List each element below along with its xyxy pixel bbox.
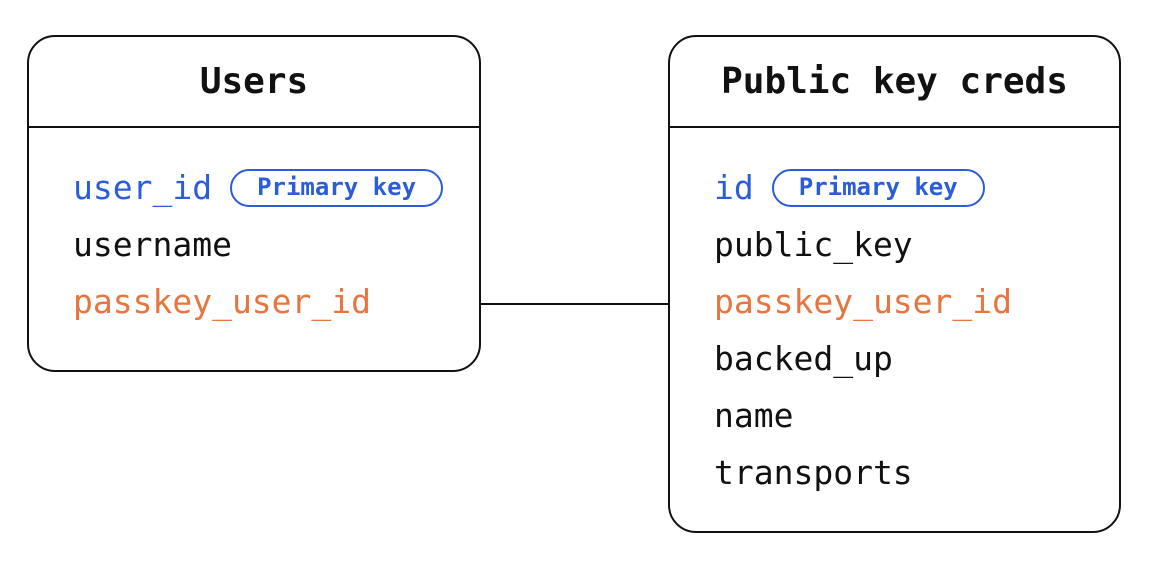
field-name-passkey-user-id: passkey_user_id: [714, 282, 1013, 321]
table-public-key-creds-fields: id Primary key public_key passkey_user_i…: [670, 128, 1119, 501]
table-users-header: Users: [29, 37, 479, 128]
field-name-user-id: user_id: [73, 168, 213, 207]
table-users-fields: user_id Primary key username passkey_use…: [29, 128, 479, 330]
field-row-passkey-user-id: passkey_user_id: [73, 273, 461, 330]
primary-key-badge: Primary key: [771, 168, 985, 207]
field-row-id: id Primary key: [714, 159, 1101, 216]
field-row-user-id: user_id Primary key: [73, 159, 461, 216]
table-users: Users user_id Primary key username passk…: [27, 35, 481, 372]
field-name-id: id: [714, 168, 754, 207]
table-public-key-creds-header: Public key creds: [670, 37, 1119, 128]
field-name-transports: transports: [714, 453, 913, 492]
table-public-key-creds-title: Public key creds: [721, 61, 1068, 102]
table-users-title: Users: [199, 61, 309, 102]
field-name-passkey-user-id: passkey_user_id: [73, 282, 372, 321]
field-row-backed-up: backed_up: [714, 330, 1101, 387]
field-row-public-key: public_key: [714, 216, 1101, 273]
relation-connector-line: [481, 303, 668, 305]
field-name-backed-up: backed_up: [714, 339, 893, 378]
table-public-key-creds: Public key creds id Primary key public_k…: [668, 35, 1121, 533]
field-name-public-key: public_key: [714, 225, 913, 264]
field-row-name: name: [714, 387, 1101, 444]
field-name-name: name: [714, 396, 794, 435]
primary-key-badge: Primary key: [230, 168, 444, 207]
field-row-transports: transports: [714, 444, 1101, 501]
field-row-passkey-user-id: passkey_user_id: [714, 273, 1101, 330]
field-row-username: username: [73, 216, 461, 273]
field-name-username: username: [73, 225, 232, 264]
